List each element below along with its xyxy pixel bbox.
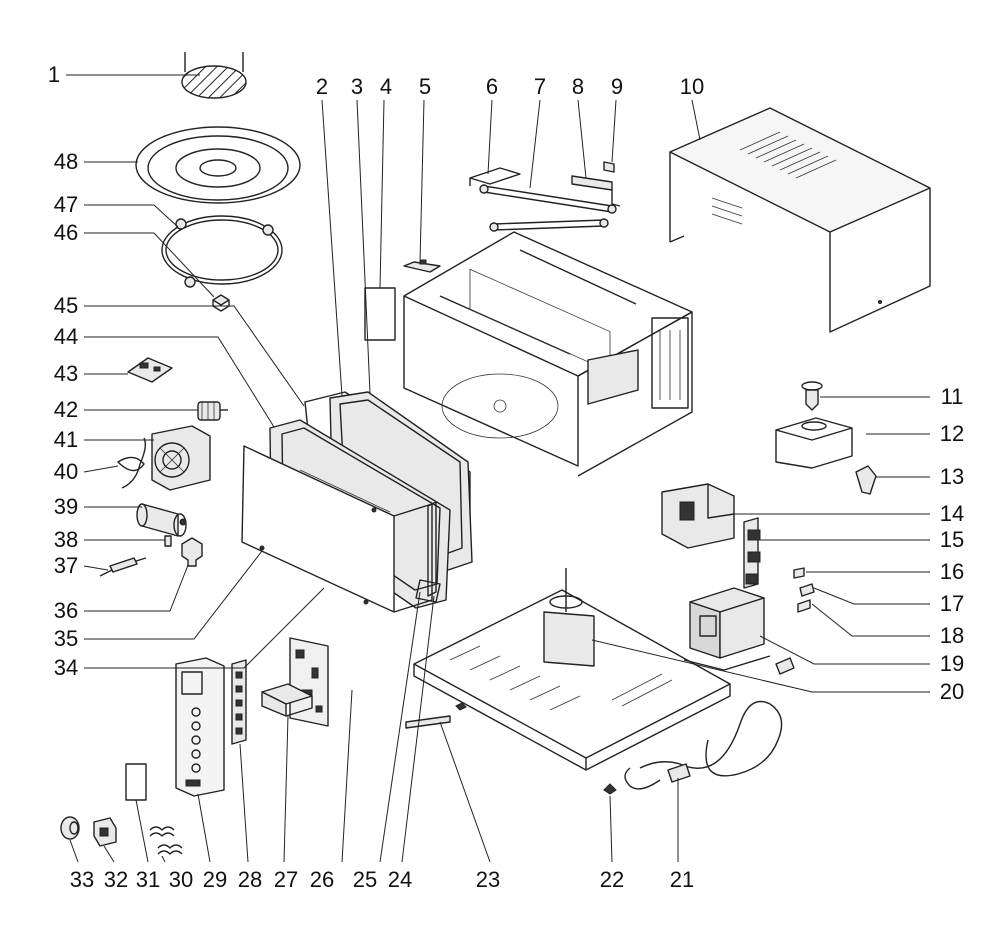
part-38-drawing	[164, 535, 172, 547]
part-6-bracket	[469, 167, 521, 186]
callout-30: 30	[169, 867, 193, 892]
callout-7: 7	[534, 74, 546, 99]
part-47-roller-ring	[161, 215, 283, 288]
callout-25: 25	[353, 867, 377, 892]
callout-47: 47	[54, 192, 78, 217]
part-43-drawing	[127, 357, 173, 383]
callout-37: 37	[54, 553, 78, 578]
part-14-drawing	[661, 483, 735, 549]
part-41-fan-motor	[151, 425, 211, 491]
callout-17: 17	[940, 591, 964, 616]
callout-numbers: 1 48 47 46 45 44 43 42 41 40 39 38 37 36…	[48, 62, 964, 892]
part-27-interlock	[261, 683, 313, 717]
part-1-drawing	[181, 52, 247, 99]
callout-29: 29	[203, 867, 227, 892]
part-36-bracket	[181, 537, 203, 567]
door-assembly	[241, 391, 473, 613]
part-20-base-plate	[413, 568, 731, 771]
callout-45: 45	[54, 293, 78, 318]
callout-34: 34	[54, 655, 78, 680]
callout-10: 10	[680, 74, 704, 99]
part-32-bracket	[93, 817, 117, 847]
callout-24: 24	[388, 867, 412, 892]
callout-4: 4	[380, 74, 392, 99]
callout-19: 19	[940, 651, 964, 676]
part-9-clip	[603, 161, 615, 173]
part-30-springs	[149, 826, 183, 855]
part-40-fan-blade	[117, 437, 147, 489]
callout-11: 11	[941, 384, 964, 409]
callout-5: 5	[419, 74, 431, 99]
part-12-lamp-cover	[775, 417, 853, 469]
callout-15: 15	[940, 527, 964, 552]
part-22-foot	[603, 783, 617, 795]
callout-9: 9	[611, 74, 623, 99]
callout-28: 28	[238, 867, 262, 892]
part-17-switch	[799, 583, 815, 597]
callout-46: 46	[54, 220, 78, 245]
part-19-transformer	[683, 587, 771, 671]
callout-39: 39	[54, 494, 78, 519]
callout-40: 40	[54, 459, 78, 484]
part-37-fuse	[99, 557, 147, 577]
callout-43: 43	[54, 361, 78, 386]
part-46-coupler	[212, 294, 230, 312]
part-5-latch	[403, 259, 441, 273]
part-31-card	[125, 763, 147, 801]
callout-31: 31	[136, 867, 160, 892]
callout-8: 8	[572, 74, 584, 99]
part-29-control-panel	[175, 657, 225, 797]
callout-35: 35	[54, 626, 78, 651]
callout-3: 3	[351, 74, 363, 99]
callout-48: 48	[54, 149, 78, 174]
oven-cavity	[403, 231, 693, 477]
part-8-terminal-strip	[571, 175, 621, 207]
callout-16: 16	[940, 559, 964, 584]
part-10-outer-case	[669, 107, 931, 333]
part-48-glass-tray	[135, 126, 301, 204]
callout-22: 22	[600, 867, 624, 892]
part-15-switch-bracket	[743, 517, 761, 589]
callout-1: 1	[48, 62, 60, 87]
callout-38: 38	[54, 527, 78, 552]
part-39-capacitor	[136, 503, 187, 537]
callout-21: 21	[670, 867, 694, 892]
callout-36: 36	[54, 598, 78, 623]
callout-14: 14	[940, 501, 964, 526]
part-18-switch	[797, 599, 811, 613]
callout-41: 41	[54, 427, 78, 452]
callout-13: 13	[940, 464, 964, 489]
callout-33: 33	[70, 867, 94, 892]
callout-44: 44	[54, 324, 78, 349]
leader-lines	[66, 74, 930, 863]
part-33-roller	[60, 816, 80, 840]
callout-6: 6	[486, 74, 498, 99]
callout-27: 27	[274, 867, 298, 892]
part-4-cover-plate	[364, 287, 396, 341]
part-7-heater-tubes	[479, 184, 617, 232]
part-13-clip	[855, 465, 877, 495]
callout-23: 23	[476, 867, 500, 892]
callout-32: 32	[104, 867, 128, 892]
callout-20: 20	[940, 679, 964, 704]
callout-18: 18	[940, 623, 964, 648]
part-23-bracket	[405, 702, 467, 729]
part-42-drawing	[197, 401, 228, 421]
part-28-key-strip	[231, 659, 247, 745]
part-16-switch	[793, 567, 805, 579]
callout-2: 2	[316, 74, 328, 99]
callout-42: 42	[54, 397, 78, 422]
callout-26: 26	[310, 867, 334, 892]
part-21-power-cord	[624, 657, 795, 790]
callout-12: 12	[940, 421, 964, 446]
part-11-lamp	[801, 381, 823, 411]
